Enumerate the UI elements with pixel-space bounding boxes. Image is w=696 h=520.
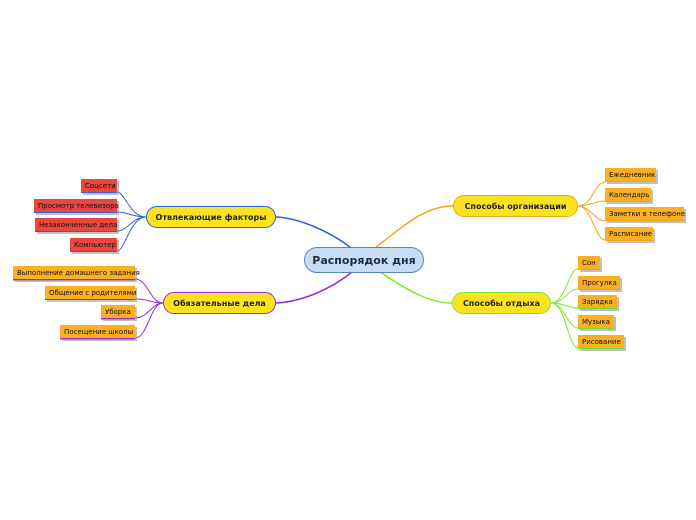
topic-distractions[interactable]: Отвлекающие факторы <box>146 206 276 228</box>
connector-organization <box>375 205 454 248</box>
subtopic-sleep[interactable]: Сон <box>578 256 600 270</box>
subtopic-walk[interactable]: Прогулка <box>578 276 620 290</box>
subtopic-planner[interactable]: Ежедневник <box>605 168 656 182</box>
connector-rest <box>379 271 453 304</box>
subtopic-cleaning[interactable]: Уборка <box>101 305 135 319</box>
topic-rest[interactable]: Способы отдыха <box>452 292 551 314</box>
subtopic-school[interactable]: Посещение школы <box>60 325 135 339</box>
connector-duties <box>275 271 353 304</box>
subtopic-homework[interactable]: Выполнение домашнего задания <box>13 266 140 280</box>
subtopic-unfinished-tasks[interactable]: Незаконченные дела <box>35 218 117 232</box>
subtopic-drawing[interactable]: Рисование <box>578 335 624 349</box>
subtopic-calendar[interactable]: Календарь <box>605 188 651 202</box>
connector-distractions <box>275 216 351 248</box>
subtopic-phone-notes[interactable]: Заметки в телефоне <box>605 207 685 221</box>
subtopic-schedule[interactable]: Расписание <box>605 227 653 241</box>
central-topic[interactable]: Распорядок дня <box>304 247 424 273</box>
subtopic-tv[interactable]: Просмотр телевизора <box>34 199 119 213</box>
subtopic-social-media[interactable]: Соцсети <box>81 179 117 193</box>
subtopic-parents[interactable]: Общение с родителями <box>45 286 136 300</box>
topic-duties[interactable]: Обязательные дела <box>163 292 276 314</box>
subtopic-music[interactable]: Музыка <box>578 315 614 329</box>
topic-organization[interactable]: Способы организации <box>453 195 578 217</box>
subtopic-exercise[interactable]: Зарядка <box>578 295 617 309</box>
subtopic-computer[interactable]: Компьютер <box>70 238 117 252</box>
